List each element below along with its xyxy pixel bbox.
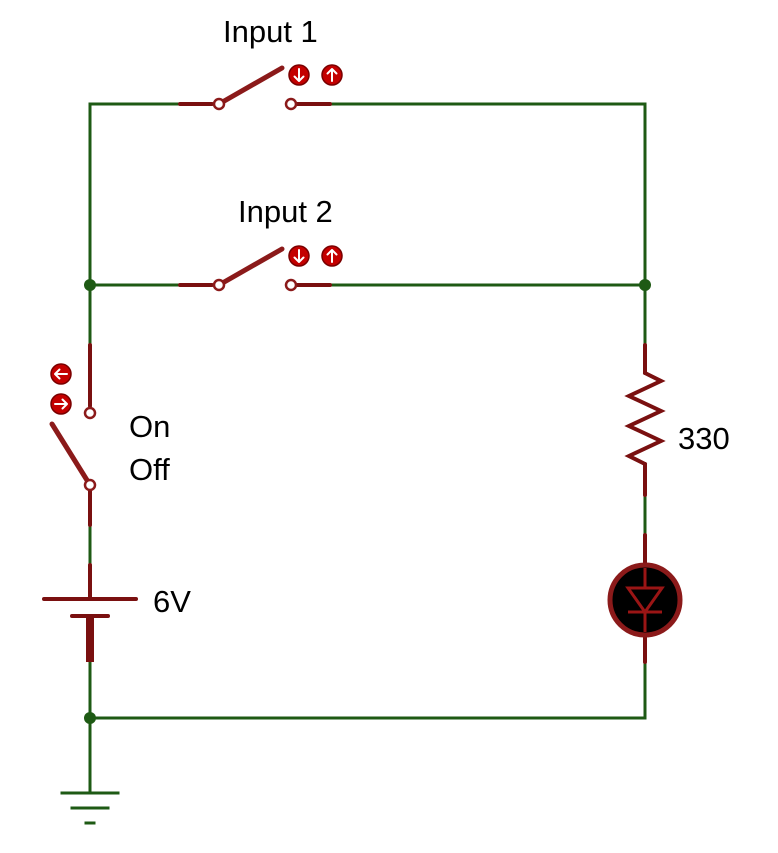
switch-contact [212, 97, 226, 111]
switch-on-label: On [129, 409, 170, 444]
switch-on-off-right-button[interactable] [50, 393, 72, 415]
arrow-up-icon [326, 249, 338, 263]
switch-input-2-open-button[interactable] [321, 245, 343, 267]
switch-contact [284, 278, 298, 292]
led-body [607, 562, 683, 638]
arrow-left-icon [54, 368, 68, 380]
arrow-down-icon [293, 249, 305, 263]
switch-input-1-open-button[interactable] [321, 64, 343, 86]
wires [88, 102, 647, 792]
junction-node-right [639, 279, 651, 291]
led [607, 533, 683, 664]
resistor-label: 330 [678, 421, 730, 456]
switch-contact [83, 478, 97, 492]
battery-label: 6V [153, 584, 191, 619]
switch-input-2-close-button[interactable] [288, 245, 310, 267]
ground-symbol [60, 791, 120, 825]
arrow-up-icon [326, 68, 338, 82]
switch-on-off[interactable] [49, 343, 97, 527]
switch-input-1-label: Input 1 [223, 14, 318, 49]
switch-contact [212, 278, 226, 292]
junction-node-left [84, 279, 96, 291]
resistor [624, 343, 666, 497]
arrow-down-icon [293, 68, 305, 82]
switch-contact [284, 97, 298, 111]
arrow-right-icon [54, 398, 68, 410]
switch-input-2-label: Input 2 [238, 194, 333, 229]
switch-input-2[interactable] [178, 246, 332, 292]
battery [42, 563, 138, 662]
switch-contact [83, 406, 97, 420]
switch-off-label: Off [129, 452, 170, 487]
diode-symbol-icon [625, 568, 665, 632]
switch-on-off-left-button[interactable] [50, 363, 72, 385]
switch-input-1-close-button[interactable] [288, 64, 310, 86]
junction-node-bottom [84, 712, 96, 724]
switch-input-1[interactable] [178, 65, 332, 111]
